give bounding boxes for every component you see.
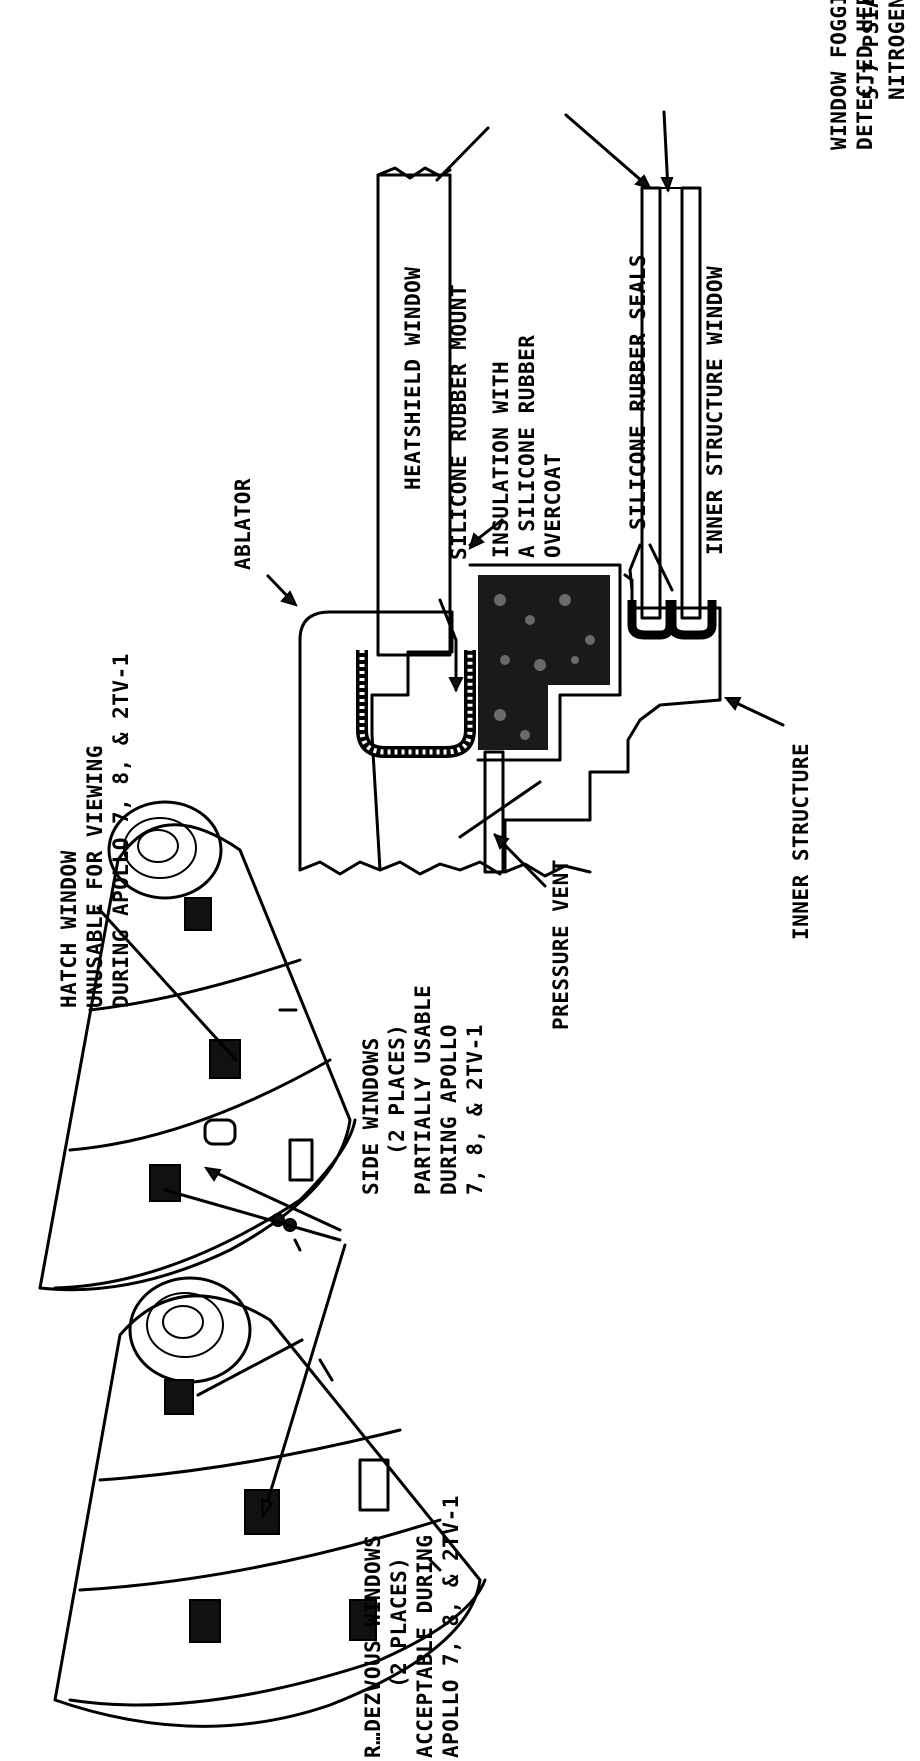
- docking-tunnel: [107, 800, 223, 900]
- side-windows-line-1: SIDE WINDOWS: [359, 1037, 383, 1195]
- lower-side-window-shape: [164, 1379, 194, 1415]
- hatch-window-line-1: HATCH WINDOW: [57, 850, 81, 1008]
- heatshield-window-label: HEATSHIELD WINDOW: [401, 267, 425, 490]
- pressure-vent-channel: [483, 750, 505, 874]
- label-side-windows: SIDE WINDOWS (2 PLACES) PARTIALLY USABLE…: [359, 985, 487, 1195]
- nitrogen-line-1: 5-7 PSIA: [859, 0, 883, 100]
- label-rendezvous-windows: R…DEZVOUS WINDOWS (2 PLACES) ACCEPTABLE …: [361, 1495, 463, 1758]
- rendezvous-windows-line-3: ACCEPTABLE DURING: [413, 1535, 437, 1758]
- label-silicone-mount: SILICONE RUBBER MOUNT: [447, 284, 471, 560]
- silicone-rubber-mount: [356, 650, 476, 758]
- label-silicone-seals: SILICONE RUBBER SEALS: [626, 254, 650, 530]
- inner-structure-label: INNER STRUCTURE: [789, 743, 813, 940]
- spacecraft-lower: [53, 1276, 487, 1728]
- rendezvous-windows-line-4: APOLLO 7, 8, & 2TV-1: [439, 1495, 463, 1758]
- upper-small-window: [184, 897, 212, 931]
- hatch-window-line-3: DURING APOLLO 7, 8, & 2TV-1: [109, 653, 133, 1008]
- side-windows-line-3: PARTIALLY USABLE: [411, 985, 435, 1195]
- silicone-rubber-seal-2: [667, 600, 717, 640]
- side-window-shape: [149, 1164, 181, 1202]
- rendezvous-windows-line-1: R…DEZVOUS WINDOWS: [361, 1535, 385, 1758]
- label-ablator: ABLATOR: [231, 478, 255, 570]
- label-heatshield-window: HEATSHIELD WINDOW: [401, 267, 425, 490]
- pressure-vent-label: PRESSURE VENT: [549, 859, 573, 1030]
- cross-section-leaders: [266, 110, 785, 888]
- label-inner-structure: INNER STRUCTURE: [789, 743, 813, 940]
- silicone-mount-label: SILICONE RUBBER MOUNT: [447, 284, 471, 560]
- label-window-fogging: WINDOW FOGGING DETECTED HERE: [827, 0, 877, 150]
- label-nitrogen: 5-7 PSIA NITROGEN: [859, 0, 909, 100]
- ablator-outline: [298, 610, 454, 872]
- label-inner-structure-window: INNER STRUCTURE WINDOW: [703, 266, 727, 555]
- rendezvous-windows-line-2: (2 PLACES): [387, 1557, 411, 1688]
- silicone-seals-label: SILICONE RUBBER SEALS: [626, 254, 650, 530]
- window-cross-section: [298, 166, 722, 878]
- label-pressure-vent: PRESSURE VENT: [549, 859, 573, 1030]
- side-windows-line-5: 7, 8, & 2TV-1: [463, 1024, 487, 1195]
- label-insulation: INSULATION WITH A SILICONE RUBBER OVERCO…: [489, 335, 565, 558]
- hatch-window-line-2: UNUSABLE FOR VIEWING: [83, 745, 107, 1008]
- inner-structure-window-label: INNER STRUCTURE WINDOW: [703, 266, 727, 555]
- insulation-line-3: OVERCOAT: [541, 453, 565, 558]
- ablator-label: ABLATOR: [231, 478, 255, 570]
- insulation-line-2: A SILICONE RUBBER: [515, 335, 539, 558]
- side-windows-line-2: (2 PLACES): [385, 1024, 409, 1155]
- spacecraft-leaders: [96, 780, 542, 1519]
- inner-structure-window: [680, 186, 702, 620]
- window-fogging-line-2: DETECTED HERE: [853, 0, 877, 150]
- nitrogen-line-2: NITROGEN: [885, 0, 909, 100]
- label-hatch-window: HATCH WINDOW UNUSABLE FOR VIEWING DURING…: [57, 653, 133, 1008]
- side-windows-line-4: DURING APOLLO: [437, 1024, 461, 1195]
- insulation-block: [478, 575, 610, 750]
- insulation-line-1: INSULATION WITH: [489, 361, 513, 558]
- window-fogging-line-1: WINDOW FOGGING: [827, 0, 851, 150]
